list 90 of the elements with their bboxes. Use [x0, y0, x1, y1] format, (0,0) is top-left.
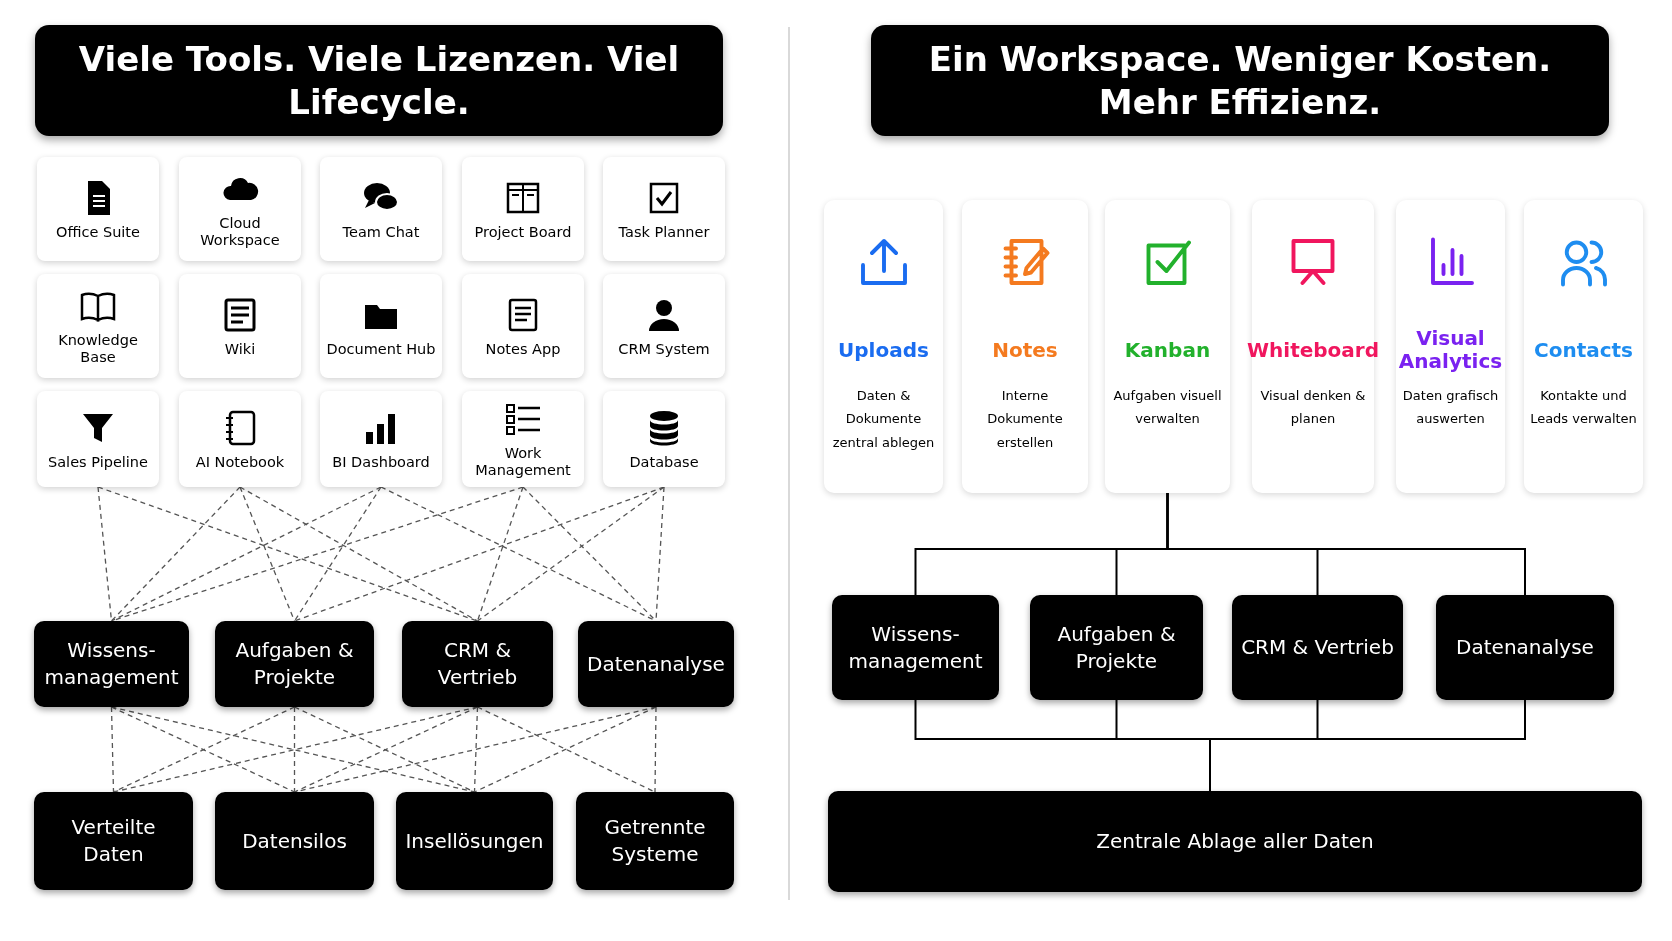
- dashed-connector: [476, 486, 524, 622]
- feature-description: Interne Dokumente erstellen: [986, 387, 1064, 452]
- category-label: Datensilos: [241, 827, 348, 855]
- tool-label: Wiki: [223, 340, 257, 358]
- tool-label: Database: [628, 453, 700, 471]
- tool-card: [37, 157, 159, 261]
- feature-title: Whiteboard: [1247, 336, 1379, 364]
- tool-label: AI Notebook: [194, 453, 286, 471]
- connector-line: [1166, 492, 1526, 596]
- category-box: [1232, 595, 1403, 700]
- tool-card: [37, 274, 159, 378]
- tool-label: Task Planner: [617, 223, 711, 241]
- tool-label: BI Dashboard: [331, 453, 431, 471]
- tool-card: [462, 391, 584, 487]
- dashed-connector: [476, 486, 665, 622]
- tool-card: [603, 274, 725, 378]
- tool-card: [462, 157, 584, 261]
- dashed-connector: [239, 486, 296, 622]
- tool-card: [320, 157, 442, 261]
- tool-label: Team Chat: [341, 223, 421, 241]
- feature-card: [1105, 200, 1230, 493]
- feature-title: Kanban: [1124, 336, 1211, 364]
- feature-title: Contacts: [1533, 336, 1633, 364]
- category-label: Datenanalyse: [1455, 634, 1595, 661]
- tool-card: [179, 274, 301, 378]
- feature-card: [962, 200, 1088, 493]
- category-box: [828, 791, 1642, 892]
- tool-card: [179, 157, 301, 261]
- feature-description: Daten & Dokumente zentral ablegen: [831, 387, 936, 452]
- dashed-connector: [110, 486, 382, 622]
- header-banner: [35, 25, 723, 136]
- tool-label: Knowledge Base: [57, 332, 139, 366]
- heading: Ein Workspace. Weniger Kosten. Mehr Effizienz.: [927, 38, 1553, 123]
- tool-label: Document Hub: [325, 340, 437, 358]
- feature-title: Notes: [992, 336, 1058, 364]
- tool-card: [603, 157, 725, 261]
- dashed-connector: [110, 486, 241, 622]
- dashed-connector: [654, 706, 657, 793]
- category-label: Verteilte Daten: [70, 814, 157, 868]
- feature-title: Visual Analytics: [1397, 326, 1504, 374]
- tool-label: Notes App: [484, 340, 562, 358]
- category-box: [215, 792, 374, 890]
- category-box: [832, 595, 999, 700]
- category-label: Aufgaben & Projekte: [234, 637, 355, 691]
- feature-description: Aufgaben visuell verwalten: [1112, 387, 1223, 429]
- dashed-connector: [239, 486, 479, 622]
- feature-description: Visual denken & planen: [1259, 387, 1367, 429]
- category-label: CRM & Vertrieb: [1240, 634, 1395, 661]
- dashed-connector: [473, 706, 479, 793]
- category-label: Getrennte Systeme: [603, 814, 707, 868]
- feature-description: Kontakte und Leads verwalten: [1529, 387, 1638, 429]
- category-label: Datenanalyse: [586, 650, 726, 678]
- category-box: [1436, 595, 1614, 700]
- category-box: [215, 621, 374, 707]
- tool-card: [462, 274, 584, 378]
- category-box: [396, 792, 553, 890]
- category-box: [34, 621, 189, 707]
- category-label: Aufgaben & Projekte: [1056, 620, 1177, 675]
- dashed-connector: [110, 706, 115, 793]
- category-box: [34, 792, 193, 890]
- dashed-connector: [293, 486, 382, 622]
- feature-card: [1524, 200, 1643, 493]
- dashed-connector: [293, 486, 665, 622]
- tool-label: CRM System: [617, 340, 711, 358]
- feature-card: [1396, 200, 1505, 493]
- tool-label: Sales Pipeline: [47, 453, 149, 471]
- tool-card: [320, 274, 442, 378]
- dashed-connector: [293, 706, 296, 793]
- tool-label: Office Suite: [55, 223, 141, 241]
- feature-card: [824, 200, 943, 493]
- header-banner: [871, 25, 1609, 136]
- tool-card: [179, 391, 301, 487]
- category-label: Insellösungen: [404, 827, 545, 855]
- category-box: [576, 792, 734, 890]
- tool-card: [37, 391, 159, 487]
- tool-label: Work Management: [474, 445, 572, 479]
- tool-label: Cloud Workspace: [199, 215, 281, 249]
- category-label: Wissens- management: [847, 620, 984, 675]
- category-box: [1030, 595, 1203, 700]
- category-label: Zentrale Ablage aller Daten: [1095, 828, 1375, 855]
- tool-card: [320, 391, 442, 487]
- category-box: [578, 621, 734, 707]
- tool-card: [603, 391, 725, 487]
- category-label: CRM & Vertrieb: [436, 637, 519, 691]
- heading: Viele Tools. Viele Lizenzen. Viel Lifecycle.: [77, 38, 681, 123]
- feature-title: Uploads: [838, 336, 929, 364]
- category-label: Wissens- management: [43, 637, 180, 691]
- feature-description: Daten grafisch auswerten: [1401, 387, 1500, 429]
- category-box: [402, 621, 553, 707]
- tool-label: Project Board: [473, 223, 573, 241]
